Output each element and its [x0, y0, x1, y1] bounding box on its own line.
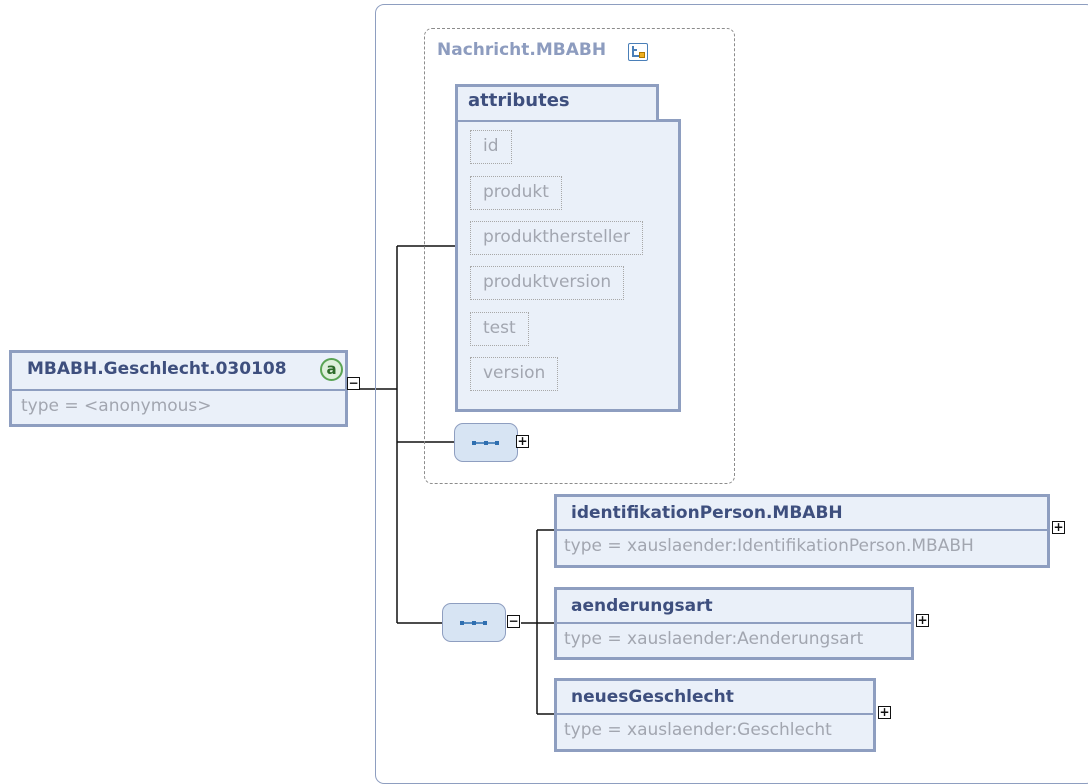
element-type: type = xauslaender:Aenderungsart [564, 629, 864, 649]
element-type: type = xauslaender:IdentifikationPerson.… [564, 536, 974, 556]
element-type: type = xauslaender:Geschlecht [564, 720, 832, 740]
element-name: neuesGeschlecht [571, 687, 734, 707]
attribute-id[interactable]: id [470, 130, 512, 164]
base-type-group [424, 28, 735, 484]
base-sequence-compositor[interactable] [454, 423, 518, 462]
root-separator [12, 389, 345, 391]
element-separator [557, 713, 873, 715]
root-collapse-toggle[interactable]: − [347, 376, 360, 390]
sequence-icon [460, 621, 487, 625]
base-type-title: Nachricht.MBABH [437, 40, 607, 60]
annotation-icon[interactable]: a [320, 358, 343, 381]
aenderungsart-expand-toggle[interactable]: + [916, 613, 929, 627]
main-sequence-collapse-toggle[interactable]: − [507, 614, 520, 628]
attribute-test[interactable]: test [470, 312, 529, 346]
attribute-produkt[interactable]: produkt [470, 176, 562, 210]
complex-type-icon[interactable] [628, 43, 648, 61]
element-identifikationperson[interactable]: identifikationPerson.MBABH type = xausla… [554, 494, 1050, 568]
element-separator [557, 622, 911, 624]
element-name: aenderungsart [571, 596, 713, 616]
root-element-type: type = <anonymous> [21, 396, 212, 416]
attribute-produkthersteller[interactable]: produkthersteller [470, 221, 643, 255]
sequence-icon [472, 441, 499, 445]
main-sequence-compositor[interactable] [442, 603, 506, 642]
root-element-name: MBABH.Geschlecht.030108 [27, 359, 287, 379]
attribute-produktversion[interactable]: produktversion [470, 266, 625, 300]
attributes-separator [458, 120, 678, 122]
element-aenderungsart[interactable]: aenderungsart type = xauslaender:Aenderu… [554, 587, 914, 660]
base-sequence-expand-toggle[interactable]: + [516, 434, 529, 448]
connector-lines [347, 245, 554, 715]
root-element-box[interactable]: MBABH.Geschlecht.030108 a type = <anonym… [9, 350, 348, 427]
attributes-title: attributes [468, 90, 570, 111]
attributes-notch [656, 84, 681, 122]
neuesgeschlecht-expand-toggle[interactable]: + [878, 705, 891, 719]
element-name: identifikationPerson.MBABH [571, 503, 843, 523]
attribute-version[interactable]: version [470, 357, 559, 391]
identifikationperson-expand-toggle[interactable]: + [1052, 520, 1065, 534]
element-neuesgeschlecht[interactable]: neuesGeschlecht type = xauslaender:Gesch… [554, 678, 876, 752]
element-separator [557, 529, 1047, 531]
